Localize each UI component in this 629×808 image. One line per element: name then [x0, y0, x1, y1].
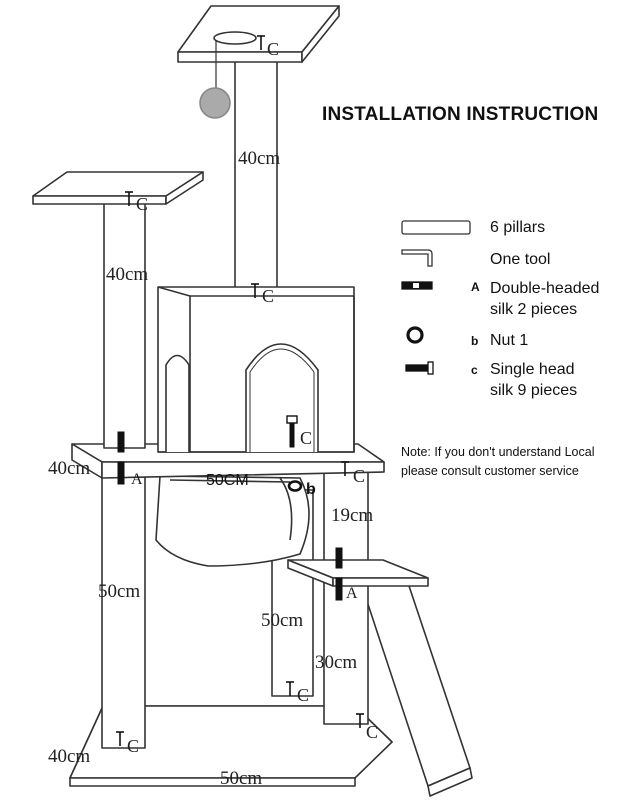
dim-right-gap: 19cm	[331, 505, 373, 526]
marker-b: b	[306, 481, 316, 498]
dim-top-post: 40cm	[238, 148, 280, 169]
legend-text-double-headed: Double-headed	[490, 280, 600, 297]
single-head-screw-icon	[405, 364, 429, 372]
note-line-2: please consult customer service	[401, 464, 579, 478]
marker-c: C	[262, 286, 274, 306]
note-line-1: Note: If you don't understand Local	[401, 445, 595, 459]
legend-text-single-head-count: silk 9 pieces	[490, 382, 578, 399]
legend-text-double-headed-count: silk 2 pieces	[490, 301, 578, 318]
dim-base-width: 50cm	[220, 768, 262, 789]
nut-icon	[406, 326, 424, 344]
right-lower-post	[323, 459, 369, 725]
note: Note: If you don't understand Local plea…	[401, 443, 595, 481]
left-lower-post	[101, 469, 146, 749]
step-platform	[287, 559, 429, 587]
legend-text-nut: Nut 1	[490, 332, 529, 349]
dim-left-lower-post: 50cm	[98, 581, 140, 602]
top-perch	[177, 5, 340, 63]
dim-base-depth: 40cm	[48, 746, 90, 767]
legend-icons	[401, 220, 471, 375]
marker-c: C	[136, 194, 148, 214]
legend-letter-b: b	[471, 334, 479, 348]
marker-c: C	[127, 736, 139, 756]
center-tall-post	[234, 37, 278, 291]
dim-middle-platform-width: 50CM	[206, 472, 249, 489]
legend-letter-a: A	[471, 280, 480, 294]
legend-text-pillars: 6 pillars	[490, 219, 546, 236]
marker-c: C	[300, 428, 312, 448]
nut-marker-icon	[287, 480, 303, 492]
legend-letter-c: c	[471, 363, 478, 377]
ramp-board	[359, 579, 473, 797]
hammock	[155, 475, 310, 567]
dim-step-post: 30cm	[315, 652, 357, 673]
hardware-markers	[116, 35, 364, 746]
dim-middle-platform-depth: 40cm	[48, 458, 90, 479]
marker-c: C	[366, 722, 378, 742]
toy-ball-icon	[199, 87, 231, 119]
legend-text-tool: One tool	[490, 251, 551, 268]
dim-center-lower-post: 50cm	[261, 610, 303, 631]
marker-c: C	[267, 39, 279, 59]
dim-left-upper-post: 40cm	[106, 264, 148, 285]
left-top-perch	[32, 171, 204, 205]
legend-text-single-head: Single head	[490, 361, 575, 378]
marker-a: A	[131, 471, 143, 488]
marker-c: C	[297, 685, 309, 705]
tool-icon	[401, 249, 433, 267]
page-title: INSTALLATION INSTRUCTION	[322, 104, 599, 125]
left-upper-post	[103, 197, 146, 449]
marker-a: A	[346, 585, 358, 602]
marker-c: C	[353, 466, 365, 486]
base-board	[69, 705, 393, 787]
house-box	[157, 286, 355, 453]
pillar-icon	[401, 220, 471, 235]
